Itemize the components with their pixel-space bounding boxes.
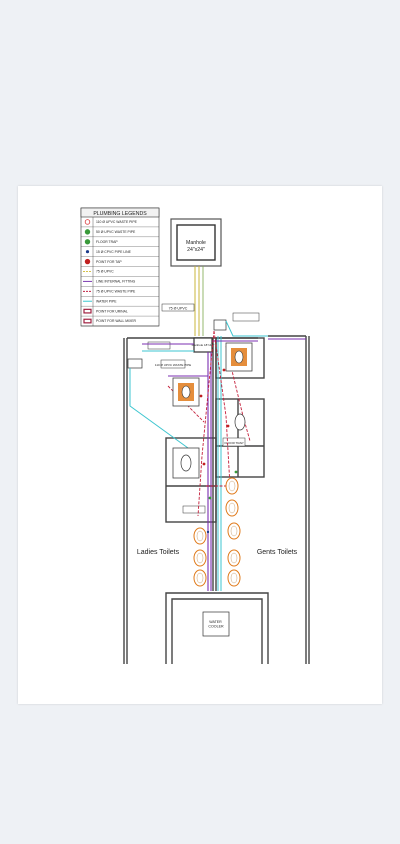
legend-item-label: WATER PIPE: [96, 299, 117, 303]
svg-text:75 Ø UPVC: 75 Ø UPVC: [169, 307, 188, 311]
wash-basin-bowl: [196, 572, 204, 584]
wash-basin-bowl: [230, 572, 238, 584]
main-drain-lines: [194, 266, 204, 336]
legend-item-label: POINT FOR TAP: [96, 260, 122, 264]
building-walls: [123, 335, 310, 664]
legend-item: 50 Ø UPVC WASTE PIPE: [81, 229, 159, 237]
wash-basin-bowl: [196, 530, 204, 542]
water-supply-pipes: [129, 320, 268, 591]
green-dot-icon: [84, 229, 91, 235]
legend-item: 110 Ø UPVC WASTE PIPE: [81, 219, 159, 228]
legend-item-label: 75 Ø UPVC WASTE PIPE: [96, 290, 136, 294]
gents-toilets-label: Gents Toilets: [257, 549, 298, 556]
mixer-point-icon: [83, 318, 92, 324]
wc-ladies: [172, 447, 200, 479]
wash-basin-bowl: [228, 480, 236, 492]
wash-basin-bowl: [230, 552, 238, 564]
wc-top-right: [225, 342, 253, 372]
legend-item: LINE INTERNAL FITTING: [81, 280, 159, 287]
wc-gents: [234, 413, 246, 431]
legend-item: 15 Ø CPVC PIPE LINE: [81, 250, 159, 257]
small-manhole-label: Manhole 18"x18": [192, 343, 215, 347]
wash-basin-bowl: [230, 525, 238, 537]
manhole-label: Manhole: [186, 240, 206, 246]
no-entry-icon: [84, 219, 91, 225]
manhole-main: Manhole 24"x24": [170, 218, 222, 267]
legend-item: FLOOR TRAP: [81, 239, 159, 247]
svg-text:FLOOR TRAP: FLOOR TRAP: [224, 441, 243, 445]
svg-text:110 Ø UPVC WASTE PIPE: 110 Ø UPVC WASTE PIPE: [155, 363, 191, 367]
legend-item-label: FLOOR TRAP: [96, 240, 118, 244]
legend-item-label: LINE INTERNAL FITTING: [96, 280, 136, 284]
legend-item-label: 75 Ø UPVC: [96, 270, 114, 274]
legend-title: PLUMBING LEGENDS: [93, 211, 147, 217]
ladies-toilets-label: Ladies Toilets: [137, 549, 180, 556]
legend-item-label: POINT FOR WALL MIXER: [96, 319, 137, 323]
legend-item-label: 15 Ø CPVC PIPE LINE: [96, 250, 132, 254]
legend-item: WATER PIPE: [81, 299, 159, 307]
pipe-tag: 75 Ø UPVC: [161, 303, 195, 312]
wc-top-left: [172, 377, 200, 407]
red-dot-icon: [84, 258, 91, 265]
legend-item-label: 50 Ø UPVC WASTE PIPE: [96, 230, 136, 234]
annotation-tags: [147, 312, 260, 514]
floor-trap-icon: [84, 239, 91, 245]
legend-item: 75 Ø UPVC WASTE PIPE: [81, 290, 159, 297]
legend-item-label: 110 Ø UPVC WASTE PIPE: [96, 220, 138, 224]
drawing-sheet: PLUMBING LEGENDS 110 Ø UPVC WASTE PIPE 50…: [18, 186, 382, 704]
plumbing-legend: PLUMBING LEGENDS 110 Ø UPVC WASTE PIPE 50…: [80, 207, 160, 327]
manhole-size: 24"x24": [187, 247, 205, 253]
water-cooler-label: WATER COOLER: [208, 620, 224, 629]
small-dot-icon: [85, 250, 90, 254]
legend-item: POINT FOR WALL MIXER: [81, 318, 159, 327]
shaft-boxes: [127, 319, 227, 369]
wash-basin-bowl: [228, 502, 236, 514]
legend-item-label: POINT FOR URINAL: [96, 309, 128, 313]
legend-item: 75 Ø UPVC: [81, 270, 159, 277]
wash-basins: [193, 477, 241, 587]
legend-item: POINT FOR TAP: [81, 258, 159, 267]
urinal-point-icon: [83, 308, 92, 314]
legend-item: POINT FOR URINAL: [81, 308, 159, 317]
plumbing-plan: PLUMBING LEGENDS 110 Ø UPVC WASTE PIPE 50…: [80, 207, 310, 664]
fixture-points: [199, 368, 238, 534]
wash-basin-bowl: [196, 552, 204, 564]
wc-fixtures: [172, 342, 253, 479]
water-cooler: WATER COOLER: [202, 611, 230, 637]
